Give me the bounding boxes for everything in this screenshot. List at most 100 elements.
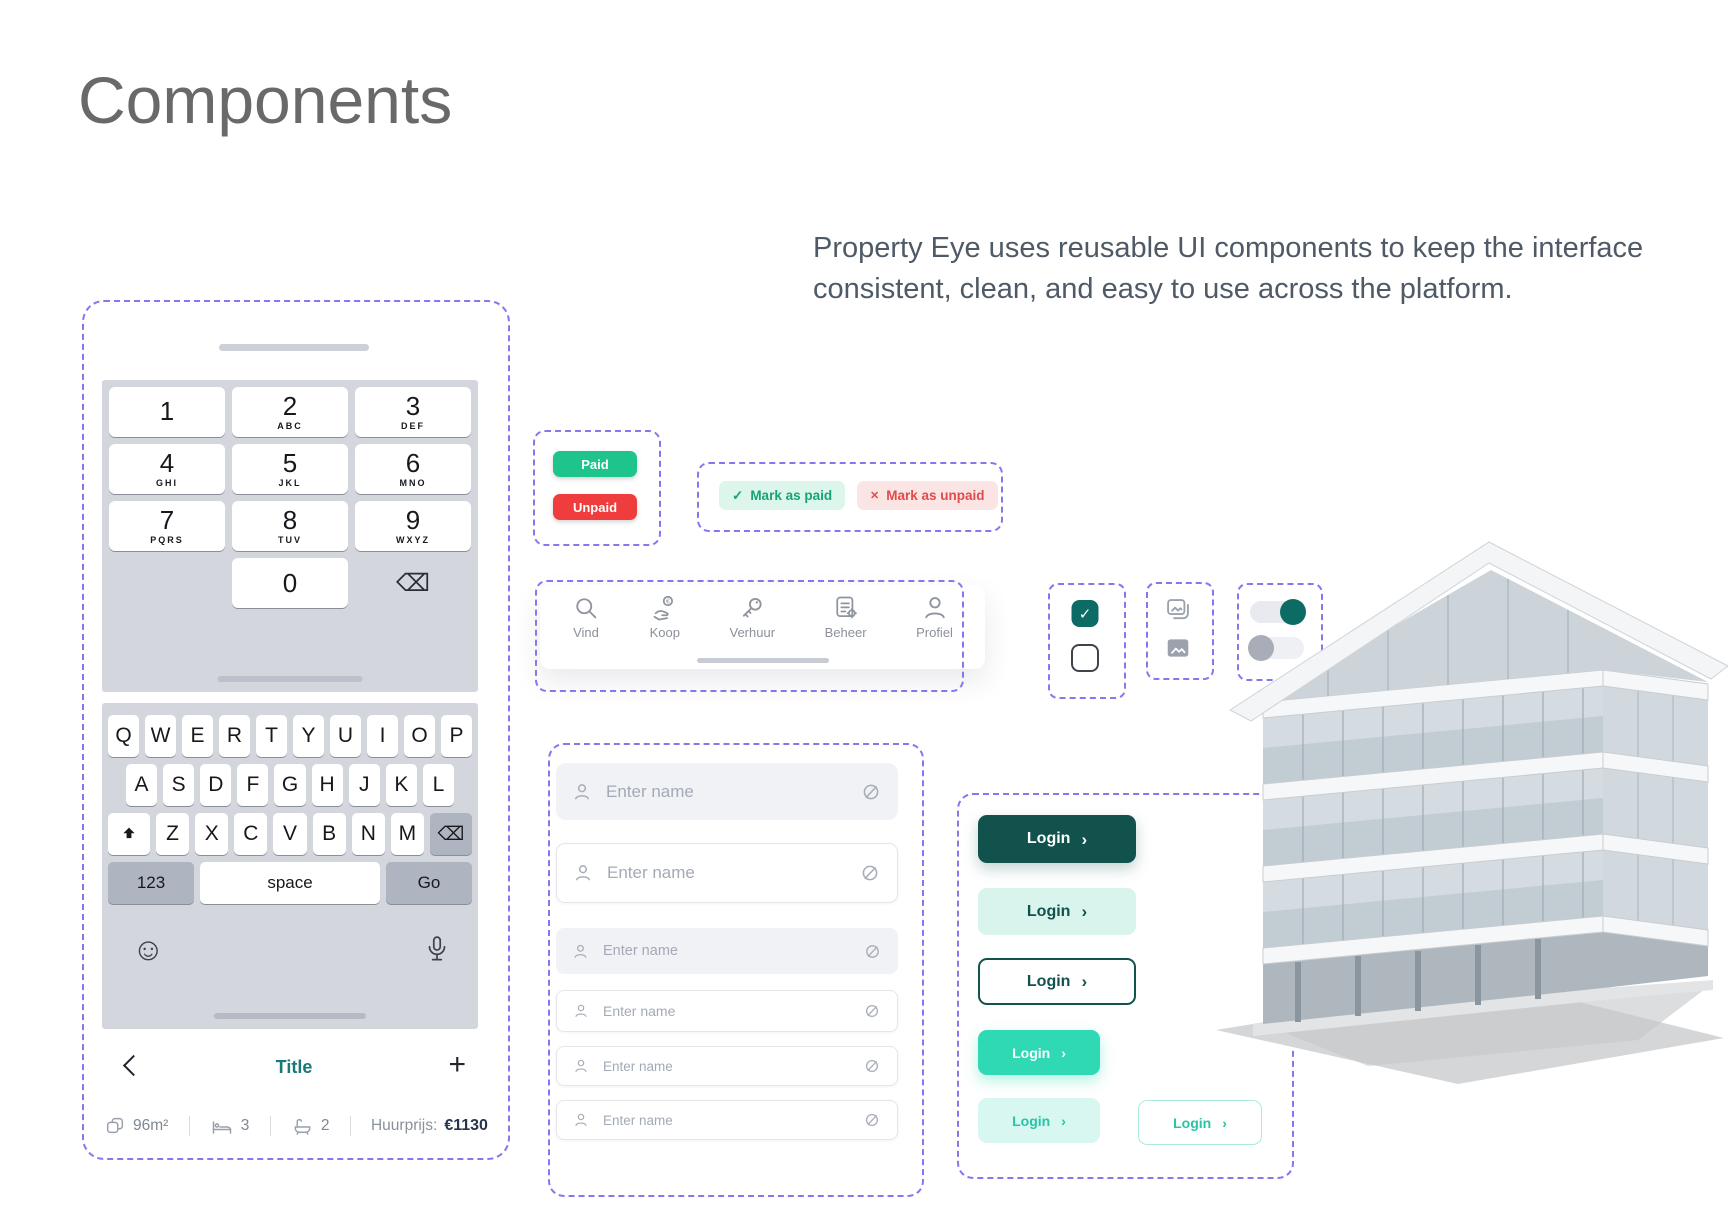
key-w[interactable]: W (145, 715, 176, 757)
numeric-keypad: 1 2 ABC 3 DEF 4 GHI 5 JKL (102, 380, 478, 692)
keypad-key-9[interactable]: 9 WXYZ (355, 501, 471, 551)
keypad-key-2[interactable]: 2 ABC (232, 387, 348, 437)
keypad-key-8[interactable]: 8 TUV (232, 501, 348, 551)
key-q[interactable]: Q (108, 715, 139, 757)
eye-off-icon[interactable] (863, 942, 882, 961)
key-a[interactable]: A (126, 764, 158, 806)
person-icon (575, 783, 589, 799)
person-icon (575, 1113, 587, 1126)
person-icon (574, 944, 587, 958)
key-j[interactable]: J (348, 764, 380, 806)
search-icon (576, 598, 597, 619)
key-v[interactable]: V (273, 813, 307, 855)
dictation-mic-icon[interactable] (424, 935, 450, 970)
checkbox-checked[interactable]: ✓ (1071, 600, 1099, 627)
key-c[interactable]: C (234, 813, 268, 855)
key-n[interactable]: N (351, 813, 385, 855)
key-b[interactable]: B (312, 813, 346, 855)
inputs-group (548, 743, 920, 1193)
bath-icon (294, 1118, 311, 1135)
login-button-primary[interactable]: Login › (978, 815, 1136, 863)
toggle-off-knob (1248, 635, 1274, 661)
titlebar-title: Title (275, 1057, 313, 1077)
key-d[interactable]: D (200, 764, 232, 806)
key-r[interactable]: R (219, 715, 250, 757)
name-input-large-outlined (556, 843, 898, 903)
mark-as-unpaid-chip[interactable]: ✕ Mark as unpaid (857, 481, 998, 510)
unpaid-button[interactable]: Unpaid (553, 494, 637, 520)
mark-as-paid-chip[interactable]: ✓ Mark as paid (719, 481, 846, 510)
name-input[interactable] (605, 862, 847, 884)
keypad-key-7[interactable]: 7 PQRS (109, 501, 225, 551)
keypad-backspace-icon[interactable]: ⌫ (355, 558, 471, 608)
key-g[interactable]: G (274, 764, 306, 806)
login-button-soft[interactable]: Login › (978, 888, 1136, 935)
space-key[interactable]: space (200, 862, 380, 904)
shift-icon (123, 827, 135, 839)
nav-item-koop[interactable]: € Koop (650, 594, 680, 640)
key-e[interactable]: E (182, 715, 213, 757)
keypad-key-1[interactable]: 1 (109, 387, 225, 437)
keypad-key-4[interactable]: 4 GHI (109, 444, 225, 494)
hand-euro-icon: € (653, 595, 673, 621)
keypad-key-5[interactable]: 5 JKL (232, 444, 348, 494)
go-key[interactable]: Go (386, 862, 472, 904)
eye-off-icon[interactable] (860, 781, 882, 803)
toggle-off[interactable] (1248, 635, 1304, 661)
key-l[interactable]: L (422, 764, 454, 806)
checkbox-group: ✓ (1048, 583, 1122, 695)
key-h[interactable]: H (311, 764, 343, 806)
mark-actions-group: ✓ Mark as paid ✕ Mark as unpaid (697, 462, 999, 528)
name-input[interactable] (601, 1057, 851, 1075)
shift-key[interactable] (108, 813, 150, 855)
eye-off-icon[interactable] (863, 1111, 881, 1129)
login-button-bright[interactable]: Login › (978, 1030, 1100, 1075)
keypad-home-indicator (217, 676, 363, 682)
status-buttons-group: Paid Unpaid (533, 430, 657, 542)
svg-text:€: € (666, 598, 670, 605)
login-buttons-group: Login › Login › Login › Login › Login › … (957, 793, 1290, 1175)
name-input[interactable] (601, 1111, 851, 1129)
nav-item-profiel[interactable]: Profiel (916, 594, 953, 640)
key-y[interactable]: Y (293, 715, 324, 757)
numbers-key[interactable]: 123 (108, 862, 194, 904)
emoji-keyboard-icon[interactable]: ☺ (132, 931, 165, 967)
key-x[interactable]: X (195, 813, 229, 855)
nav-item-verhuur[interactable]: Verhuur (730, 594, 775, 640)
key-f[interactable]: F (237, 764, 269, 806)
login-button-mint[interactable]: Login › (978, 1098, 1100, 1143)
key-z[interactable]: Z (156, 813, 190, 855)
eye-off-icon[interactable] (859, 862, 881, 884)
key-k[interactable]: K (385, 764, 417, 806)
nav-item-vind[interactable]: Vind (572, 594, 600, 640)
add-button[interactable]: + (448, 1048, 466, 1081)
sheet-drag-handle[interactable] (219, 344, 369, 351)
key-s[interactable]: S (163, 764, 195, 806)
login-button-outlined[interactable]: Login › (978, 958, 1136, 1005)
chevron-right-icon: › (1222, 1114, 1227, 1131)
name-input[interactable] (601, 1002, 851, 1020)
keypad-key-6[interactable]: 6 MNO (355, 444, 471, 494)
eye-off-icon[interactable] (863, 1002, 881, 1020)
login-button-ghost[interactable]: Login › (1138, 1100, 1262, 1145)
person-icon (575, 1059, 587, 1072)
name-input[interactable] (604, 780, 848, 803)
keypad-key-3[interactable]: 3 DEF (355, 387, 471, 437)
keyboard-backspace-icon[interactable]: ⌫ (429, 813, 472, 855)
key-t[interactable]: T (256, 715, 287, 757)
key-m[interactable]: M (390, 813, 424, 855)
key-p[interactable]: P (441, 715, 472, 757)
eye-off-icon[interactable] (863, 1057, 881, 1075)
keypad-key-0[interactable]: 0 (232, 558, 348, 608)
checkbox-unchecked[interactable] (1071, 644, 1099, 672)
key-i[interactable]: I (367, 715, 398, 757)
name-input-small-outlined-3 (556, 1100, 898, 1140)
key-u[interactable]: U (330, 715, 361, 757)
toggle-on[interactable] (1250, 599, 1306, 625)
name-input[interactable] (601, 942, 851, 960)
key-o[interactable]: O (404, 715, 435, 757)
paid-button[interactable]: Paid (553, 451, 637, 477)
floorplan-icon (106, 1117, 124, 1134)
nav-item-beheer[interactable]: Beheer (825, 594, 867, 640)
